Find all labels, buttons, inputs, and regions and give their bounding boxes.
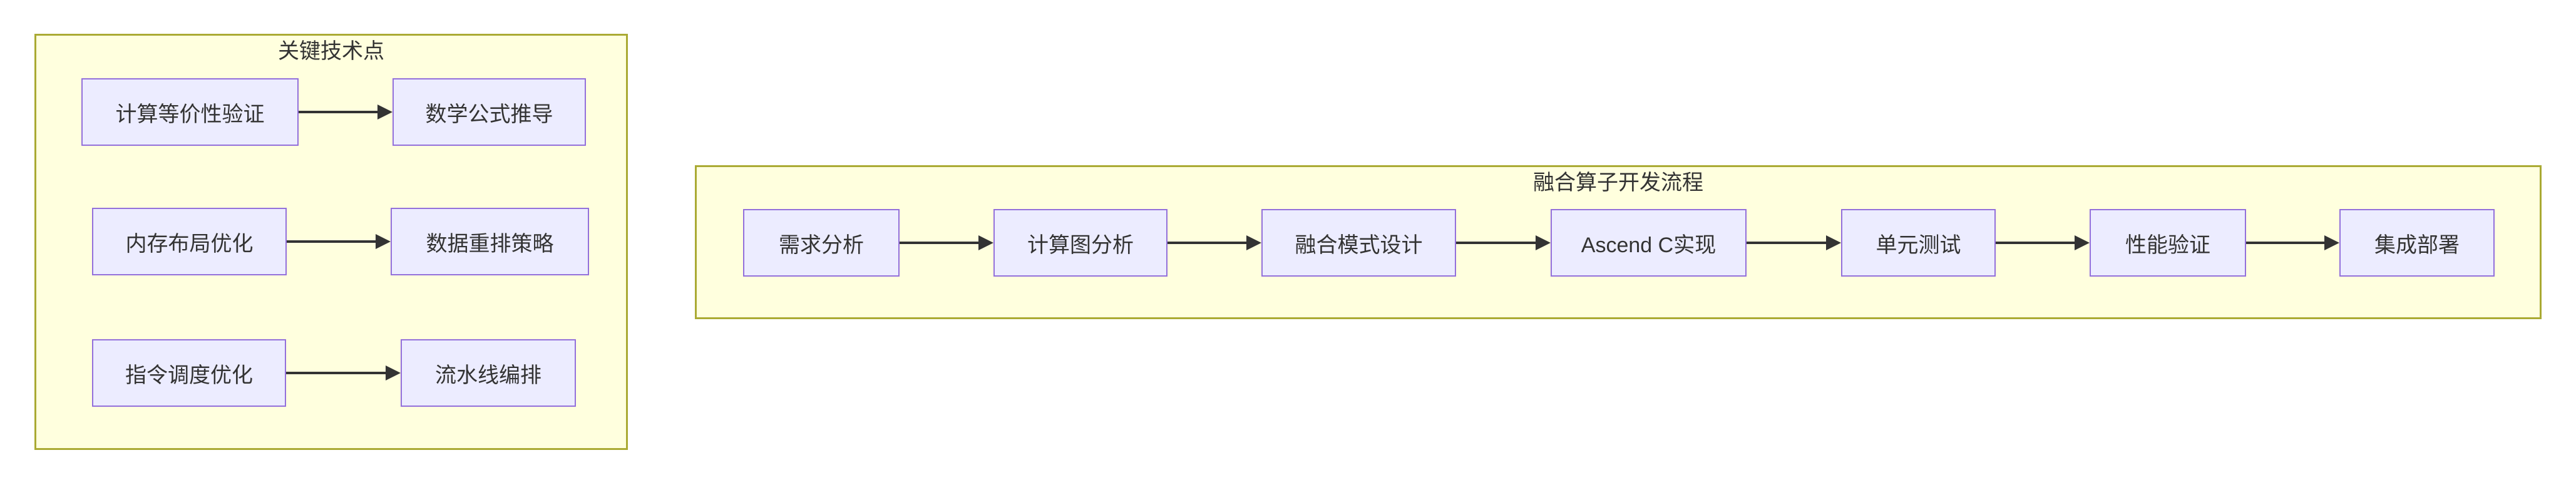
cluster-fused-operator-workflow: 融合算子开发流程 需求分析 计算图分析 融合模式设计 Ascend C实现 — [695, 165, 2542, 319]
arrow-shaft — [287, 240, 376, 243]
flow-chain: 需求分析 计算图分析 融合模式设计 Ascend C实现 单元测试 — [743, 209, 2495, 277]
flow-node: 需求分析 — [743, 209, 900, 277]
flow-node: 数据重排策略 — [391, 208, 589, 275]
arrow-right-icon — [286, 365, 401, 381]
flow-row: 内存布局优化 数据重排策略 — [92, 208, 589, 275]
flow-node: Ascend C实现 — [1551, 209, 1747, 277]
arrow-head-icon — [2324, 235, 2339, 250]
arrow-right-icon — [1167, 235, 1261, 251]
flow-node: 融合模式设计 — [1261, 209, 1456, 277]
arrow-shaft — [1747, 242, 1827, 244]
arrow-head-icon — [1826, 235, 1841, 250]
cluster-title: 融合算子开发流程 — [1533, 171, 1703, 195]
arrow-head-icon — [1536, 235, 1551, 250]
flow-row: 指令调度优化 流水线编排 — [92, 339, 576, 407]
flow-node: 计算等价性验证 — [81, 78, 299, 146]
flow-node: 指令调度优化 — [92, 339, 286, 407]
flow-node: 数学公式推导 — [393, 78, 586, 146]
arrow-shaft — [900, 242, 979, 244]
arrow-right-icon — [1996, 235, 2090, 251]
arrow-right-icon — [287, 233, 391, 250]
arrow-shaft — [1996, 242, 2075, 244]
arrow-right-icon — [1456, 235, 1551, 251]
arrow-head-icon — [978, 235, 993, 250]
arrow-shaft — [2246, 242, 2325, 244]
arrow-right-icon — [2246, 235, 2339, 251]
cluster-key-tech-points: 关键技术点 计算等价性验证 数学公式推导 内存布局优化 数据重排策略 指令调度优… — [34, 34, 628, 450]
arrow-shaft — [286, 372, 386, 374]
arrow-shaft — [1167, 242, 1247, 244]
arrow-shaft — [1456, 242, 1536, 244]
flow-node: 计算图分析 — [993, 209, 1167, 277]
cluster-title: 关键技术点 — [278, 39, 384, 63]
flow-node: 集成部署 — [2339, 209, 2495, 277]
flow-node: 内存布局优化 — [92, 208, 287, 275]
flow-node: 单元测试 — [1841, 209, 1996, 277]
arrow-head-icon — [377, 105, 393, 120]
arrow-right-icon — [1747, 235, 1841, 251]
arrow-right-icon — [299, 104, 393, 120]
flow-node: 流水线编排 — [401, 339, 576, 407]
flow-node: 性能验证 — [2090, 209, 2246, 277]
arrow-shaft — [299, 111, 378, 113]
arrow-head-icon — [376, 234, 391, 249]
flow-row: 计算等价性验证 数学公式推导 — [81, 78, 586, 146]
arrow-head-icon — [2075, 235, 2090, 250]
arrow-head-icon — [1246, 235, 1261, 250]
arrow-head-icon — [386, 365, 401, 380]
arrow-right-icon — [900, 235, 993, 251]
